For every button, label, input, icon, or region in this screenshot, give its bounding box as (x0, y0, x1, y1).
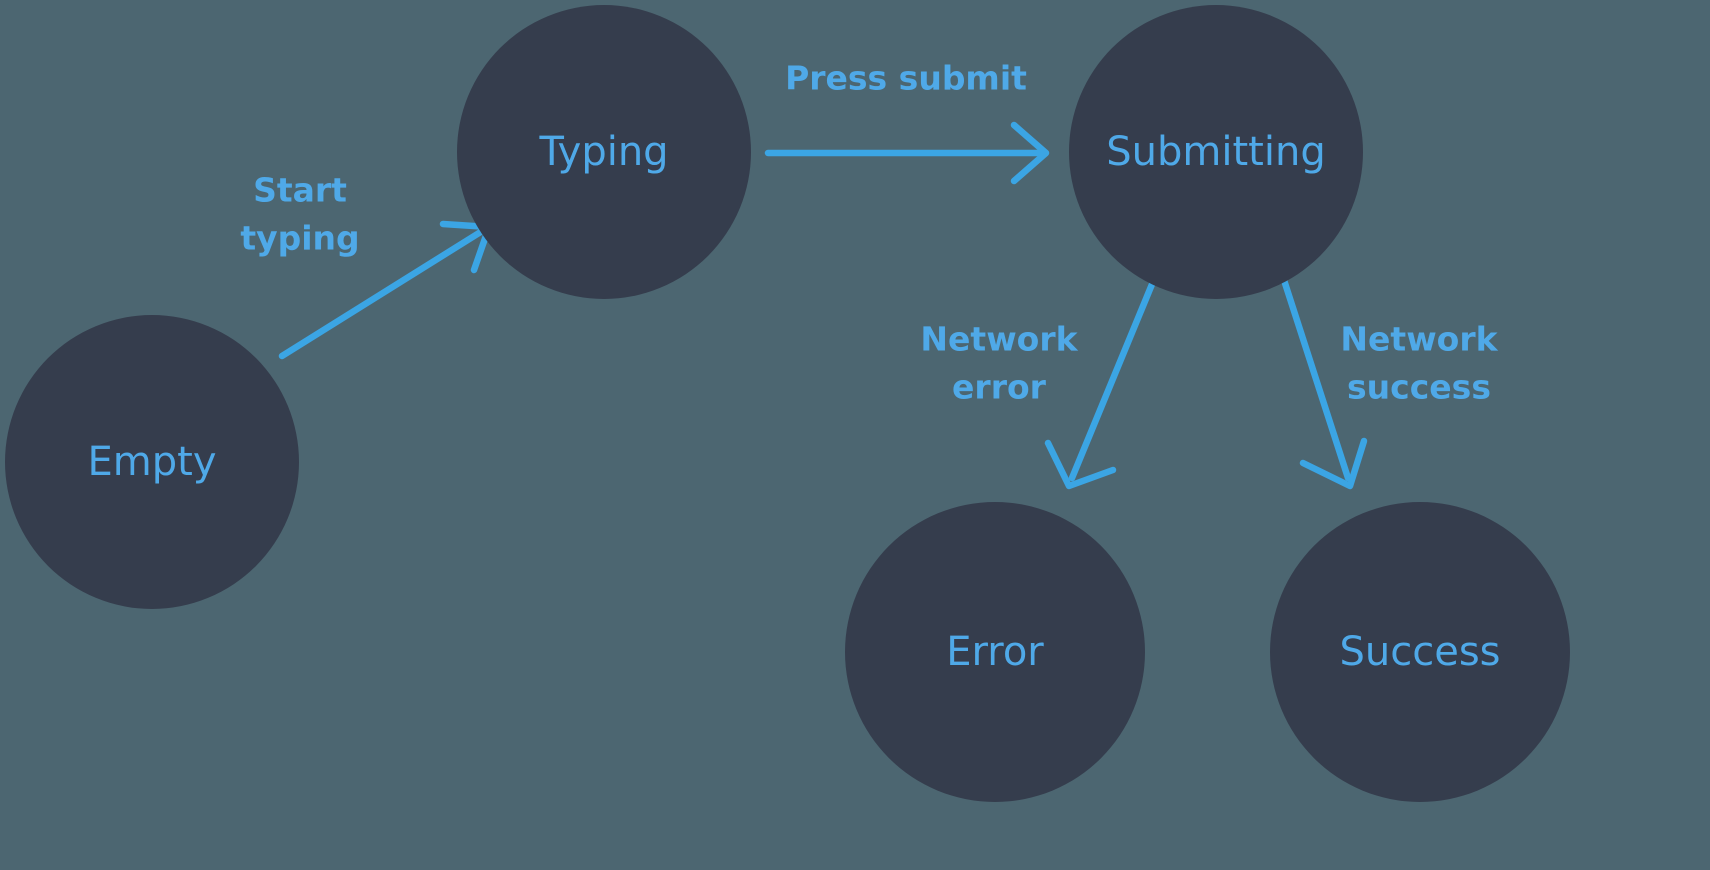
node-empty-circle (5, 315, 299, 609)
edge-label-start-typing-line1: Start (253, 171, 347, 210)
node-error-circle (845, 502, 1145, 802)
edge-typing-to-submitting-arrowhead (1010, 121, 1050, 185)
node-empty-label: Empty (88, 439, 217, 485)
node-submitting-label: Submitting (1106, 129, 1325, 175)
edge-label-network-error-line1: Network (920, 320, 1078, 359)
node-submitting-circle (1069, 5, 1363, 299)
edge-submitting-to-success-arrowhead (1299, 437, 1368, 490)
node-error[interactable]: Error (845, 502, 1145, 802)
edge-label-network-error: Network error (920, 320, 1078, 407)
node-empty[interactable]: Empty (5, 315, 299, 609)
edge-label-network-success-line1: Network (1340, 320, 1498, 359)
edge-label-start-typing: Start typing (240, 171, 359, 258)
edge-label-network-error-line2: error (952, 368, 1047, 407)
node-typing-circle (457, 5, 751, 299)
edge-submitting-to-error-line (1068, 273, 1159, 482)
edge-label-press-submit: Press submit (785, 59, 1027, 98)
edge-submitting-to-success-line (1279, 273, 1352, 482)
edge-empty-to-typing-line (278, 224, 491, 360)
edge-label-network-success: Network success (1340, 320, 1498, 407)
node-success-label: Success (1339, 629, 1500, 675)
edge-typing-to-submitting[interactable] (764, 121, 1050, 185)
edge-submitting-to-error[interactable] (1044, 273, 1159, 490)
edge-label-start-typing-line2: typing (240, 219, 359, 258)
edge-label-press-submit-line1: Press submit (785, 59, 1027, 98)
edge-label-network-success-line2: success (1347, 368, 1491, 407)
node-submitting[interactable]: Submitting (1069, 5, 1363, 299)
edge-submitting-to-success[interactable] (1279, 273, 1368, 490)
edge-submitting-to-error-arrowhead (1044, 439, 1117, 490)
node-error-label: Error (946, 629, 1044, 675)
node-success[interactable]: Success (1270, 502, 1570, 802)
node-success-circle (1270, 502, 1570, 802)
node-typing[interactable]: Typing (457, 5, 751, 299)
node-typing-label: Typing (538, 129, 668, 175)
